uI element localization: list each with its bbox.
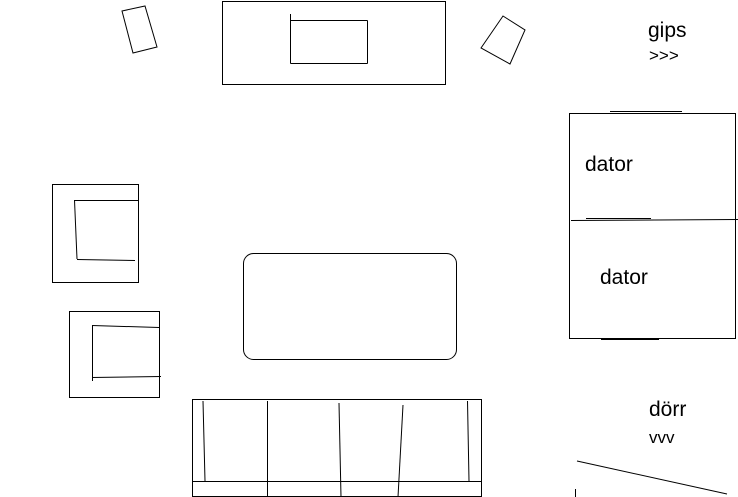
armchair-upper bbox=[52, 184, 139, 283]
armchair-lower-seat bbox=[91, 325, 162, 381]
armchair-lower bbox=[69, 311, 160, 398]
sofa-cushions bbox=[192, 400, 482, 497]
tv bbox=[290, 14, 368, 64]
dorr-arrows: vvv bbox=[649, 428, 675, 447]
dator-label-top: dator bbox=[585, 153, 633, 176]
desk-details bbox=[570, 111, 738, 340]
door bbox=[575, 460, 728, 497]
desk-area bbox=[569, 113, 736, 339]
gips-arrows: >>> bbox=[649, 46, 679, 65]
chair-left-top bbox=[121, 5, 158, 54]
gips-label: gips bbox=[648, 19, 687, 42]
dator-label-bottom: dator bbox=[600, 266, 648, 289]
chair-right-top bbox=[480, 15, 526, 65]
armchair-upper-seat bbox=[74, 199, 138, 261]
coffee-table bbox=[243, 253, 457, 360]
tv-bench bbox=[222, 1, 446, 85]
dorr-label: dörr bbox=[649, 398, 686, 421]
